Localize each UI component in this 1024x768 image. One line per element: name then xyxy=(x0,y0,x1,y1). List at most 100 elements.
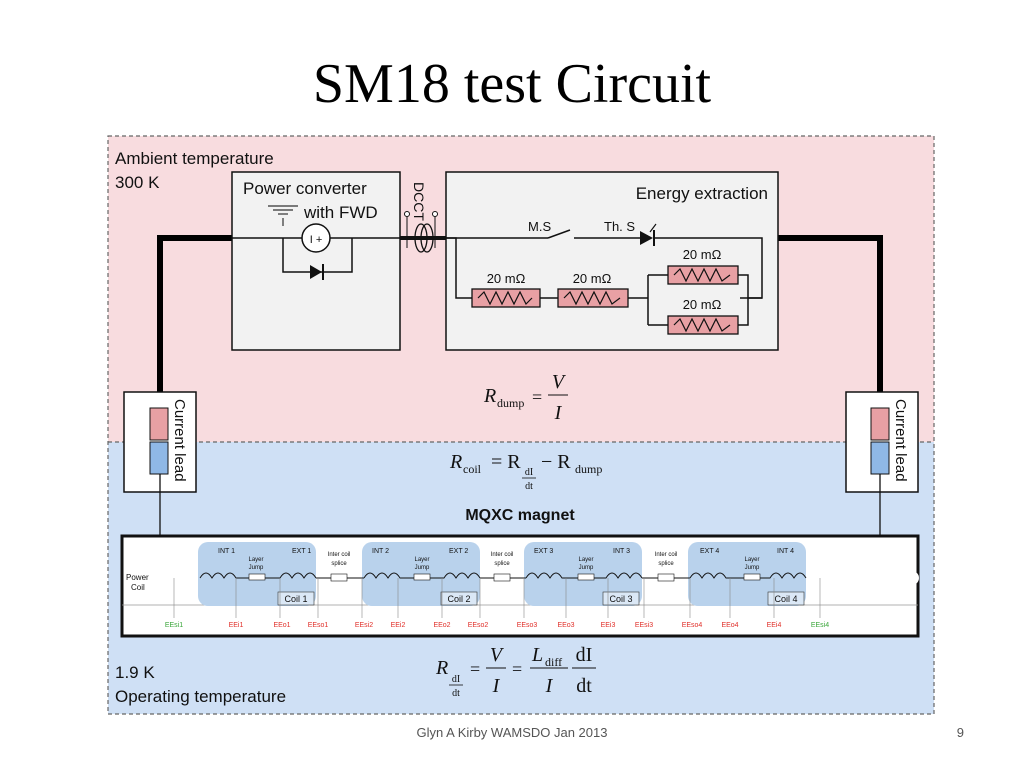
svg-text:EXT 1: EXT 1 xyxy=(292,548,311,555)
svg-text:splice: splice xyxy=(494,561,510,567)
ground-icon xyxy=(268,205,298,226)
svg-text:dt: dt xyxy=(452,688,460,699)
current-lead-right-cold xyxy=(870,441,890,475)
main-switch-icon xyxy=(547,229,571,239)
tap-label: EEo1 xyxy=(273,622,290,629)
current-lead-left-warm xyxy=(149,407,169,441)
tap-label: EEi2 xyxy=(391,622,406,629)
splice-2: Inter coil splice xyxy=(480,552,526,582)
cold-label-2: Operating temperature xyxy=(115,687,286,706)
current-lead-right-warm xyxy=(870,407,890,441)
resistor-4-label: 20 mΩ xyxy=(683,297,722,312)
svg-text:Layer: Layer xyxy=(414,557,429,563)
power-coil-label-2: Coil xyxy=(131,583,145,592)
coil-2: INT 2 EXT 2 Layer Jump Coil 2 xyxy=(362,542,481,606)
svg-text:INT 4: INT 4 xyxy=(777,548,794,555)
svg-text:R: R xyxy=(483,385,496,407)
svg-text:Inter coil: Inter coil xyxy=(491,552,514,558)
svg-text:Layer: Layer xyxy=(744,557,759,563)
svg-text:Jump: Jump xyxy=(579,565,594,571)
svg-text:=: = xyxy=(532,387,542,407)
ambient-label-1: Ambient temperature xyxy=(115,149,274,168)
svg-text:I: I xyxy=(554,402,563,424)
svg-text:L: L xyxy=(531,644,543,666)
svg-text:− R: − R xyxy=(541,451,571,473)
svg-text:splice: splice xyxy=(658,561,674,567)
resistor-3 xyxy=(667,265,739,285)
svg-text:Coil 1: Coil 1 xyxy=(284,594,307,604)
coil-1: INT 1 EXT 1 Layer Jump Coil 1 xyxy=(198,542,317,606)
main-busbar-right xyxy=(778,235,883,392)
tap-label: EEsi3 xyxy=(635,622,653,629)
cold-label-1: 1.9 K xyxy=(115,663,155,682)
tap-label: EEi3 xyxy=(601,622,616,629)
tap-label: EEo4 xyxy=(721,622,738,629)
svg-text:V: V xyxy=(490,644,505,666)
resistor-4 xyxy=(667,315,739,335)
svg-text:I: I xyxy=(492,675,501,697)
resistor-3-label: 20 mΩ xyxy=(683,247,722,262)
svg-text:dI: dI xyxy=(576,644,593,666)
svg-text:Jump: Jump xyxy=(745,565,760,571)
svg-text:V: V xyxy=(552,371,567,393)
coil-3: EXT 3 INT 3 Layer Jump Coil 3 xyxy=(524,542,643,606)
main-switch-label: M.S xyxy=(528,219,551,234)
magnet-exit-terminal xyxy=(905,571,919,585)
svg-text:=: = xyxy=(470,659,480,679)
power-coil-label-1: Power xyxy=(126,573,149,582)
svg-text:dI: dI xyxy=(525,467,533,478)
tap-label: EEsi2 xyxy=(355,622,373,629)
svg-text:INT 3: INT 3 xyxy=(613,548,630,555)
tap-label: EEso2 xyxy=(468,622,489,629)
splice-1: Inter coil splice xyxy=(316,552,364,582)
equation-rdi: R dI dt = V I = L diff I dI dt xyxy=(435,644,596,699)
power-converter-label-2: with FWD xyxy=(303,203,378,222)
svg-text:Coil 4: Coil 4 xyxy=(774,594,797,604)
resistor-1-label: 20 mΩ xyxy=(487,271,526,286)
dcct-terminal-left xyxy=(404,211,410,217)
svg-text:INT 2: INT 2 xyxy=(372,548,389,555)
resistor-2-label: 20 mΩ xyxy=(573,271,612,286)
svg-text:R: R xyxy=(435,657,448,679)
svg-text:dump: dump xyxy=(575,462,602,476)
tap-label: EEsi4 xyxy=(811,622,829,629)
svg-text:diff: diff xyxy=(545,655,562,669)
energy-extraction-title: Energy extraction xyxy=(636,184,768,203)
ambient-label-2: 300 K xyxy=(115,173,160,192)
svg-text:Jump: Jump xyxy=(249,565,264,571)
svg-text:Inter coil: Inter coil xyxy=(655,552,678,558)
svg-text:Layer: Layer xyxy=(248,557,263,563)
tap-label: EEi1 xyxy=(229,622,244,629)
main-busbar-left xyxy=(157,235,232,392)
magnet-title: MQXC magnet xyxy=(465,507,575,524)
page-number: 9 xyxy=(956,725,964,740)
freewheel-diode-icon xyxy=(310,264,324,280)
svg-text:EXT 2: EXT 2 xyxy=(449,548,468,555)
resistor-2 xyxy=(557,288,629,308)
footer-credit: Glyn A Kirby WAMSDO Jan 2013 xyxy=(416,725,608,740)
tap-label: EEso1 xyxy=(308,622,329,629)
dcct-terminal-right xyxy=(432,211,438,217)
svg-text:=: = xyxy=(512,659,522,679)
equation-rcoil: R coil = R dI dt − R dump xyxy=(449,451,602,492)
tap-label: EEi4 xyxy=(767,622,782,629)
zone-border xyxy=(107,135,935,715)
svg-text:dt: dt xyxy=(525,481,533,492)
power-converter-box xyxy=(231,171,401,351)
svg-text:dump: dump xyxy=(497,396,524,410)
power-converter-label-1: Power converter xyxy=(243,179,367,198)
current-lead-right-label: Current lead xyxy=(892,399,909,482)
svg-text:EXT 3: EXT 3 xyxy=(534,548,553,555)
svg-text:splice: splice xyxy=(331,561,347,567)
current-source-label: I + xyxy=(310,234,323,246)
svg-text:Inter coil: Inter coil xyxy=(328,552,351,558)
svg-text:Jump: Jump xyxy=(415,565,430,571)
dcct-label: DCCT xyxy=(411,182,427,221)
tap-label: EEso4 xyxy=(682,622,703,629)
current-lead-left-label: Current lead xyxy=(171,399,188,482)
resistor-1 xyxy=(471,288,541,308)
voltage-tap-labels: EEsi1 EEi1 EEo1 EEso1 EEsi2 EEi2 EEo2 EE… xyxy=(165,622,829,629)
svg-text:dt: dt xyxy=(576,675,592,697)
slide-title: SM18 test Circuit xyxy=(312,53,712,115)
tap-label: EEso3 xyxy=(517,622,538,629)
